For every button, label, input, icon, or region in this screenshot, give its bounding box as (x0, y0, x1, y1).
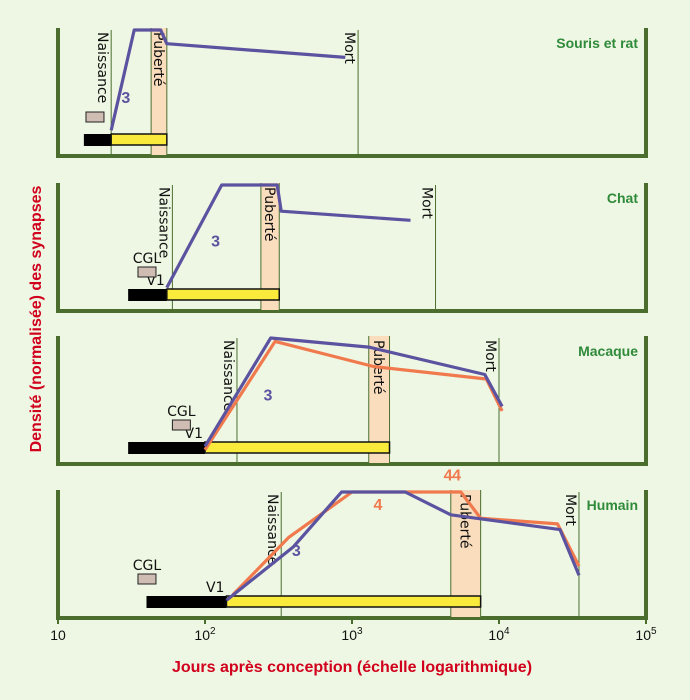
event-label: Naissance (264, 494, 280, 565)
x-tick-label: 105 (635, 626, 657, 643)
x-axis: 10 102 103 104 105 (50, 618, 657, 643)
y-axis-label: Densité (normalisée) des synapses (28, 186, 45, 453)
puberty-label: Puberté (150, 32, 166, 86)
x-tick-label: 102 (194, 626, 216, 643)
panel-title: Chat (607, 190, 638, 206)
series-line-3 (225, 490, 581, 602)
puberty-label: Puberté (261, 187, 277, 241)
x-axis-label: Jours après conception (échelle logarith… (172, 659, 532, 676)
yellow-bar (110, 133, 168, 146)
series-label-3: 3 (121, 90, 130, 107)
event-label: Mort (562, 494, 578, 526)
panel-title: Macaque (578, 343, 638, 359)
cgl-label: CGL (133, 251, 162, 267)
series-label-4: 4 (452, 468, 461, 485)
x-tick-label: 10 (50, 627, 66, 643)
series-extra-label: 4 (373, 497, 382, 514)
puberty-band (260, 183, 280, 310)
cgl-label: CGL (167, 404, 196, 420)
yellow-bar (225, 595, 482, 608)
panel-title: Souris et rat (556, 35, 638, 51)
cgl-box (171, 419, 191, 431)
series-label-3: 3 (292, 543, 301, 560)
puberty-label: Puberté (457, 494, 473, 548)
panel-frame (56, 183, 648, 313)
black-bar (83, 134, 112, 146)
black-bar (128, 442, 205, 454)
event-label: Mort (482, 340, 498, 372)
cgl-label: CGL (133, 558, 162, 574)
yellow-bar (166, 288, 281, 301)
series-label-3: 3 (263, 388, 272, 405)
cgl-box (137, 573, 157, 585)
cgl-box (137, 266, 157, 278)
event-label: Naissance (155, 187, 171, 258)
series-extra-label: 4 (444, 468, 453, 485)
series-line-3 (165, 183, 411, 289)
series-line-4 (203, 339, 504, 451)
x-tick-label: 104 (488, 626, 510, 643)
black-bar (146, 596, 227, 608)
x-tick-label: 103 (341, 626, 363, 643)
event-label: Naissance (220, 340, 236, 411)
event-label: Mort (419, 187, 435, 219)
event-label: Mort (341, 32, 357, 64)
panel-0: Puberté Naissance Mort 3 Souris et rat (56, 28, 648, 158)
series-line-3 (203, 336, 504, 448)
series-line-4 (231, 490, 581, 596)
yellow-bar (204, 441, 391, 454)
panel-frame (56, 336, 648, 466)
v1-label: V1 (206, 580, 224, 596)
series-line-3 (109, 28, 346, 131)
event-label: Naissance (94, 32, 110, 103)
puberty-band (151, 28, 167, 155)
black-bar (128, 289, 167, 301)
series-label-3: 3 (211, 234, 220, 251)
cgl-box (85, 111, 105, 123)
panel-frame (56, 28, 648, 158)
panel-title: Humain (587, 497, 638, 513)
